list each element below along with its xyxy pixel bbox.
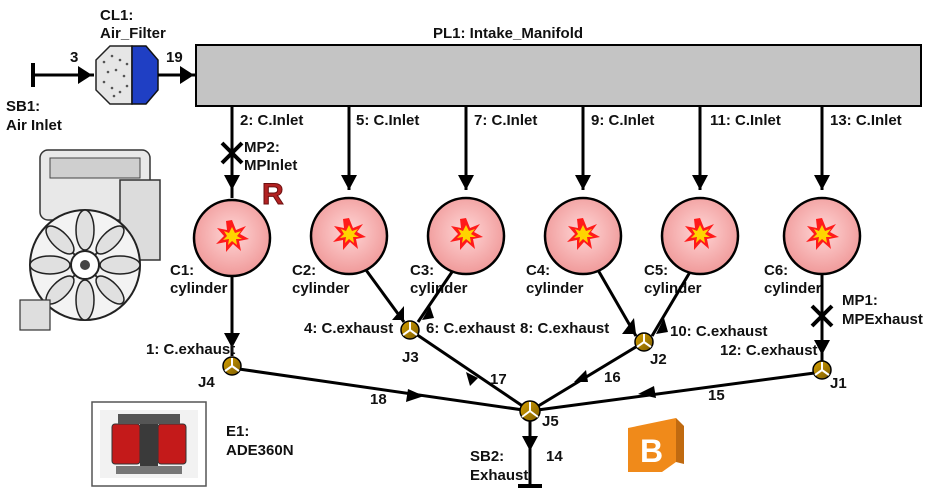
pipe-label-3: 3 <box>70 49 78 66</box>
inlet-label-5: 11: C.Inlet <box>710 112 781 129</box>
exhaust-label-6: 12: C.exhaust <box>720 342 818 359</box>
exhaust-outlet-id: SB2: <box>470 448 504 465</box>
inlet-label-6: 13: C.Inlet <box>830 112 902 129</box>
junction-j5-icon <box>519 400 541 422</box>
junction-j4-icon <box>222 356 242 376</box>
cylinder-5-id: C5: <box>644 262 668 279</box>
manifold-label: PL1: Intake_Manifold <box>433 25 583 42</box>
mp-inlet-id: MP2: <box>244 139 280 156</box>
inlet-label-4: 9: C.Inlet <box>591 112 654 129</box>
air-inlet-name: Air Inlet <box>6 117 62 134</box>
mp-exhaust-name: MPExhaust <box>842 311 923 328</box>
cylinder-4-id: C4: <box>526 262 550 279</box>
engine-photo <box>91 401 207 487</box>
exhaust-label-5: 10: C.exhaust <box>670 323 768 340</box>
cylinder-1-name: cylinder <box>170 280 228 297</box>
junction-j4-label: J4 <box>198 374 215 391</box>
inlet-pipes <box>224 106 830 198</box>
junction-j5-label: J5 <box>542 413 559 430</box>
exhaust-label-4: 8: C.exhaust <box>520 320 609 337</box>
cylinder-1 <box>192 198 272 278</box>
exhaust-outlet-name: Exhaust <box>470 467 528 484</box>
r-marker: R <box>262 178 284 211</box>
air-inlet-id: SB1: <box>6 98 40 115</box>
pipe-label-16: 16 <box>604 369 621 386</box>
cylinder-6 <box>782 196 862 276</box>
junction-j2-label: J2 <box>650 351 667 368</box>
inlet-label-2: 5: C.Inlet <box>356 112 419 129</box>
cylinder-4 <box>543 196 623 276</box>
cylinder-2-name: cylinder <box>292 280 350 297</box>
junction-j1-icon <box>812 360 832 380</box>
cylinder-2 <box>309 196 389 276</box>
cylinder-2-id: C2: <box>292 262 316 279</box>
air-filter-icon <box>95 45 159 105</box>
air-filter-id: CL1: <box>100 7 133 24</box>
cylinder-5 <box>660 196 740 276</box>
mp-exhaust-id: MP1: <box>842 292 878 309</box>
exhaust-label-2: 4: C.exhaust <box>304 320 393 337</box>
exhaust-label-3: 6: C.exhaust <box>426 320 515 337</box>
inlet-label-3: 7: C.Inlet <box>474 112 537 129</box>
cylinder-6-id: C6: <box>764 262 788 279</box>
junction-j3-label: J3 <box>402 349 419 366</box>
pipe-label-15: 15 <box>708 387 725 404</box>
pipe-label-19: 19 <box>166 49 183 66</box>
mp-exhaust-marker-icon <box>810 304 834 328</box>
b-marker: B <box>628 418 684 472</box>
engine-name: ADE360N <box>226 442 294 459</box>
cylinder-1-id: C1: <box>170 262 194 279</box>
cylinder-5-name: cylinder <box>644 280 702 297</box>
junction-j1-label: J1 <box>830 375 847 392</box>
cylinder-4-name: cylinder <box>526 280 584 297</box>
collector-pipes <box>231 328 823 488</box>
inlet-label-1: 2: C.Inlet <box>240 112 303 129</box>
engine-id: E1: <box>226 423 249 440</box>
air-filter-name: Air_Filter <box>100 25 166 42</box>
cylinder-3-id: C3: <box>410 262 434 279</box>
engine-illustration-icon <box>19 149 161 331</box>
cylinder-6-name: cylinder <box>764 280 822 297</box>
intake-manifold <box>195 44 922 107</box>
junction-j2-icon <box>634 332 654 352</box>
mp-inlet-name: MPInlet <box>244 157 297 174</box>
cylinder-3 <box>426 196 506 276</box>
pipe-label-17: 17 <box>490 371 507 388</box>
b-marker-letter: B <box>640 433 663 469</box>
junction-j3-icon <box>400 320 420 340</box>
cylinder-3-name: cylinder <box>410 280 468 297</box>
pipe-label-14: 14 <box>546 448 563 465</box>
air-inlet-boundary <box>31 63 94 87</box>
exhaust-label-1: 1: C.exhaust <box>146 341 235 358</box>
pipe-label-18: 18 <box>370 391 387 408</box>
mp-inlet-marker-icon <box>220 141 244 165</box>
